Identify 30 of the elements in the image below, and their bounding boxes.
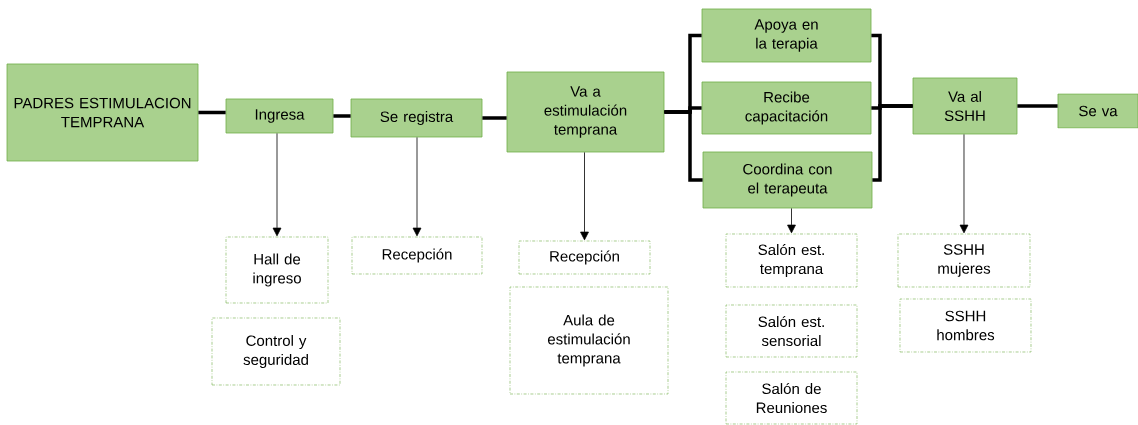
location-box: SSHH hombres: [899, 298, 1032, 353]
location-box: Hall de ingreso: [225, 236, 329, 304]
connector: [412, 137, 422, 237]
location-box: Recepción: [351, 236, 483, 275]
location-box: Salón est. sensorial: [725, 304, 858, 358]
connector: [1017, 104, 1058, 108]
location-box: Control y seguridad: [211, 317, 341, 386]
process-box: Ingresa: [225, 98, 334, 134]
process-box: Apoya en la terapia: [701, 8, 872, 63]
connector: [482, 116, 507, 120]
process-box: Se registra: [350, 98, 483, 138]
process-box: Se va: [1057, 93, 1138, 129]
connector: [198, 110, 226, 115]
process-box: Va a estimulación temprana: [506, 71, 665, 153]
process-box: PADRES ESTIMULACION TEMPRANA: [6, 63, 199, 162]
location-box: Salón est. temprana: [725, 233, 858, 288]
process-box: Coordina con el terapeuta: [702, 151, 873, 209]
process-box: Va al SSHH: [912, 77, 1018, 135]
connector: [333, 114, 351, 118]
process-box: Recibe capacitación: [701, 81, 872, 135]
location-box: Aula de estimulación temprana: [509, 286, 669, 395]
location-box: SSHH mujeres: [897, 233, 1031, 288]
connector: [787, 208, 796, 234]
location-box: Salón de Reuniones: [725, 371, 858, 425]
connector: [580, 152, 589, 241]
connector: [272, 133, 282, 237]
location-box: Recepción: [518, 240, 651, 275]
connector: [959, 134, 969, 234]
connector: [872, 104, 913, 182]
connector: [664, 110, 703, 182]
